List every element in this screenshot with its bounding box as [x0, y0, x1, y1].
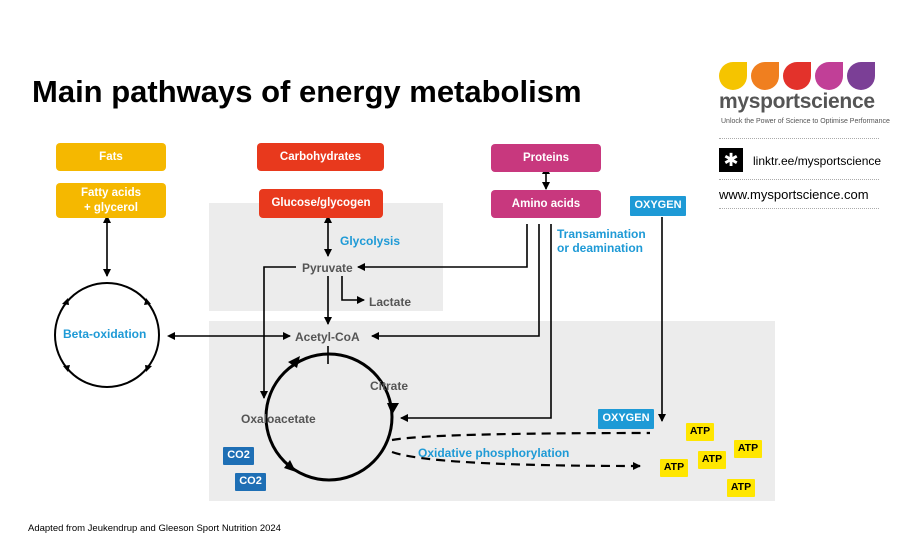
atp-box: ATP	[686, 423, 714, 441]
divider	[719, 179, 879, 180]
transamination-line2: or deamination	[557, 241, 644, 256]
beta-oxidation-cycle	[54, 282, 160, 388]
fats-box: Fats	[56, 143, 166, 171]
atp-box: ATP	[727, 479, 755, 497]
glucose-glycogen-box: Glucose/glycogen	[259, 189, 383, 218]
amino-acids-box: Amino acids	[491, 190, 601, 218]
atp-box: ATP	[734, 440, 762, 458]
atp-box: ATP	[698, 451, 726, 469]
fatty-acids-box: Fatty acids + glycerol	[56, 183, 166, 218]
lactate-label: Lactate	[369, 295, 412, 309]
brand-tagline: Unlock the Power of Science to Optimise …	[721, 118, 890, 125]
atp-box: ATP	[660, 459, 688, 477]
oxaloacetate-label: Oxaloacetate	[241, 412, 316, 426]
co2-box-2: CO2	[235, 473, 266, 491]
oxygen-box-top: OXYGEN	[630, 196, 686, 216]
glycerol-label: + glycerol	[83, 201, 138, 214]
oxidative-phosphorylation-label: Oxidative phosphorylation	[418, 446, 570, 460]
glycolysis-label: Glycolysis	[340, 234, 401, 248]
pyruvate-label: Pyruvate	[302, 261, 353, 275]
krebs-cycle	[264, 352, 394, 482]
fatty-acids-label: Fatty acids	[80, 187, 142, 200]
transamination-label: Transamination or deamination	[557, 227, 646, 256]
carbohydrates-box: Carbohydrates	[257, 143, 384, 171]
brand-name: mysportscience	[719, 90, 875, 113]
divider	[719, 208, 879, 209]
transamination-line1: Transamination	[557, 227, 646, 241]
oxygen-box-mid: OXYGEN	[598, 409, 654, 429]
website-link[interactable]: www.mysportscience.com	[719, 187, 869, 202]
proteins-box: Proteins	[491, 144, 601, 172]
linktree-link[interactable]: linktr.ee/mysportscience	[753, 154, 882, 168]
acetyl-coa-label: Acetyl-CoA	[295, 330, 360, 344]
divider	[719, 138, 879, 139]
citrate-label: Citrate	[370, 379, 409, 393]
source-credit: Adapted from Jeukendrup and Gleeson Spor…	[28, 523, 281, 534]
beta-oxidation-label: Beta-oxidation	[63, 327, 147, 341]
co2-box-1: CO2	[223, 447, 254, 465]
page-title: Main pathways of energy metabolism	[32, 74, 582, 109]
linktree-icon: ✱	[719, 148, 743, 172]
